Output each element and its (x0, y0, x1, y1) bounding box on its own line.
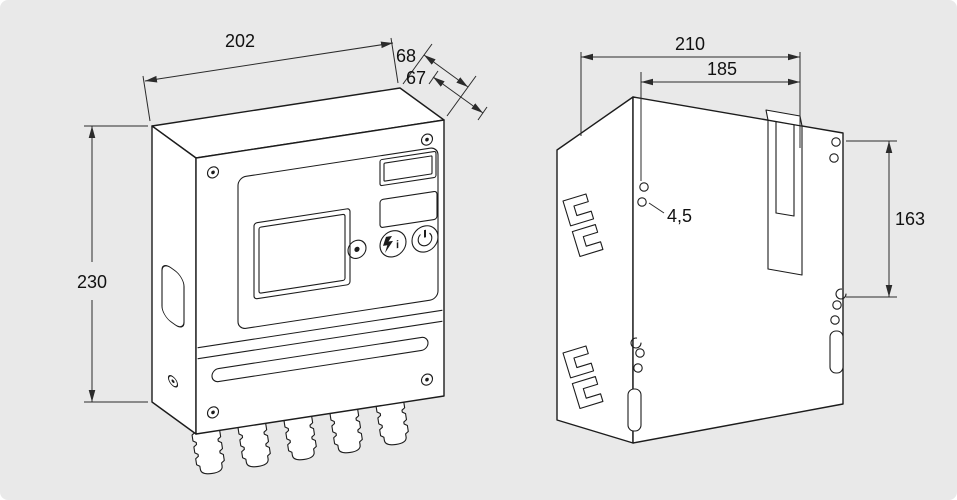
extension-line (142, 75, 151, 122)
rear-hole-spacing-height-label: 163 (895, 209, 925, 229)
keyhole-hook (630, 337, 642, 349)
front-view-dimensions: 202 68 67 230 (77, 31, 488, 403)
device-side-face (556, 96, 634, 444)
mounting-hole (639, 182, 649, 192)
mounting-hole (633, 363, 643, 373)
front-height-label: 230 (77, 272, 107, 292)
mounting-hole (637, 197, 647, 207)
corner-screw (420, 133, 434, 146)
mounting-hole (635, 348, 645, 358)
cover-seam (197, 320, 443, 360)
mounting-hole (829, 153, 839, 163)
depth-front-dimension-line (432, 76, 484, 114)
corner-screw-dot (425, 377, 429, 382)
front-width-label: 202 (225, 31, 255, 51)
rear-hole-spacing-width-label: 185 (707, 59, 737, 79)
status-display-window (383, 155, 433, 182)
device-front-face (195, 119, 445, 435)
rear-view-dimensions: 210 185 4,5 163 (580, 34, 925, 298)
device-left-face (151, 125, 197, 435)
cable-channel-inner (775, 212, 795, 217)
mounting-slot (829, 330, 844, 374)
corner-screw-dot (211, 170, 215, 175)
mounting-hole (832, 300, 842, 310)
reset-dot-icon (354, 246, 360, 252)
width-dimension-line (144, 41, 394, 83)
side-screw-dot (171, 379, 175, 384)
cover-groove (211, 336, 429, 383)
side-label-slot (161, 265, 185, 328)
corner-screw-dot (211, 410, 215, 415)
cover-seam (197, 309, 443, 349)
hole-diameter-label: 4,5 (667, 206, 692, 226)
rear-view (556, 96, 847, 444)
info-button: i (379, 230, 407, 258)
hole-diameter-leader (648, 202, 665, 214)
keyhole-hook (835, 288, 847, 300)
extension-line (477, 106, 488, 121)
rear-overall-width-label: 210 (675, 34, 705, 54)
corner-screw (206, 406, 220, 419)
front-panel-details: i (197, 133, 443, 419)
extension-line (402, 43, 433, 85)
power-button (411, 225, 439, 253)
power-icon (417, 232, 433, 247)
corner-screw (206, 166, 220, 179)
front-isometric-view: i (151, 87, 445, 477)
front-depth-front-label: 67 (406, 68, 426, 88)
mounting-slot (627, 388, 642, 432)
label-window (379, 190, 438, 228)
info-glyph: i (396, 239, 399, 251)
corner-screw (420, 373, 434, 386)
main-display-window (258, 213, 346, 294)
main-display (253, 208, 351, 300)
reset-button (347, 239, 367, 259)
front-depth-rear-label: 68 (396, 46, 416, 66)
device-rear-face (632, 96, 844, 444)
control-panel (237, 147, 439, 329)
side-face-details (161, 265, 185, 388)
status-display (379, 150, 437, 187)
mounting-hole (831, 137, 841, 147)
mounting-hole (830, 315, 840, 325)
lightning-info-icon (383, 235, 393, 254)
side-screw (167, 375, 179, 388)
corner-screw-dot (425, 137, 429, 142)
cable-channel (767, 268, 803, 276)
